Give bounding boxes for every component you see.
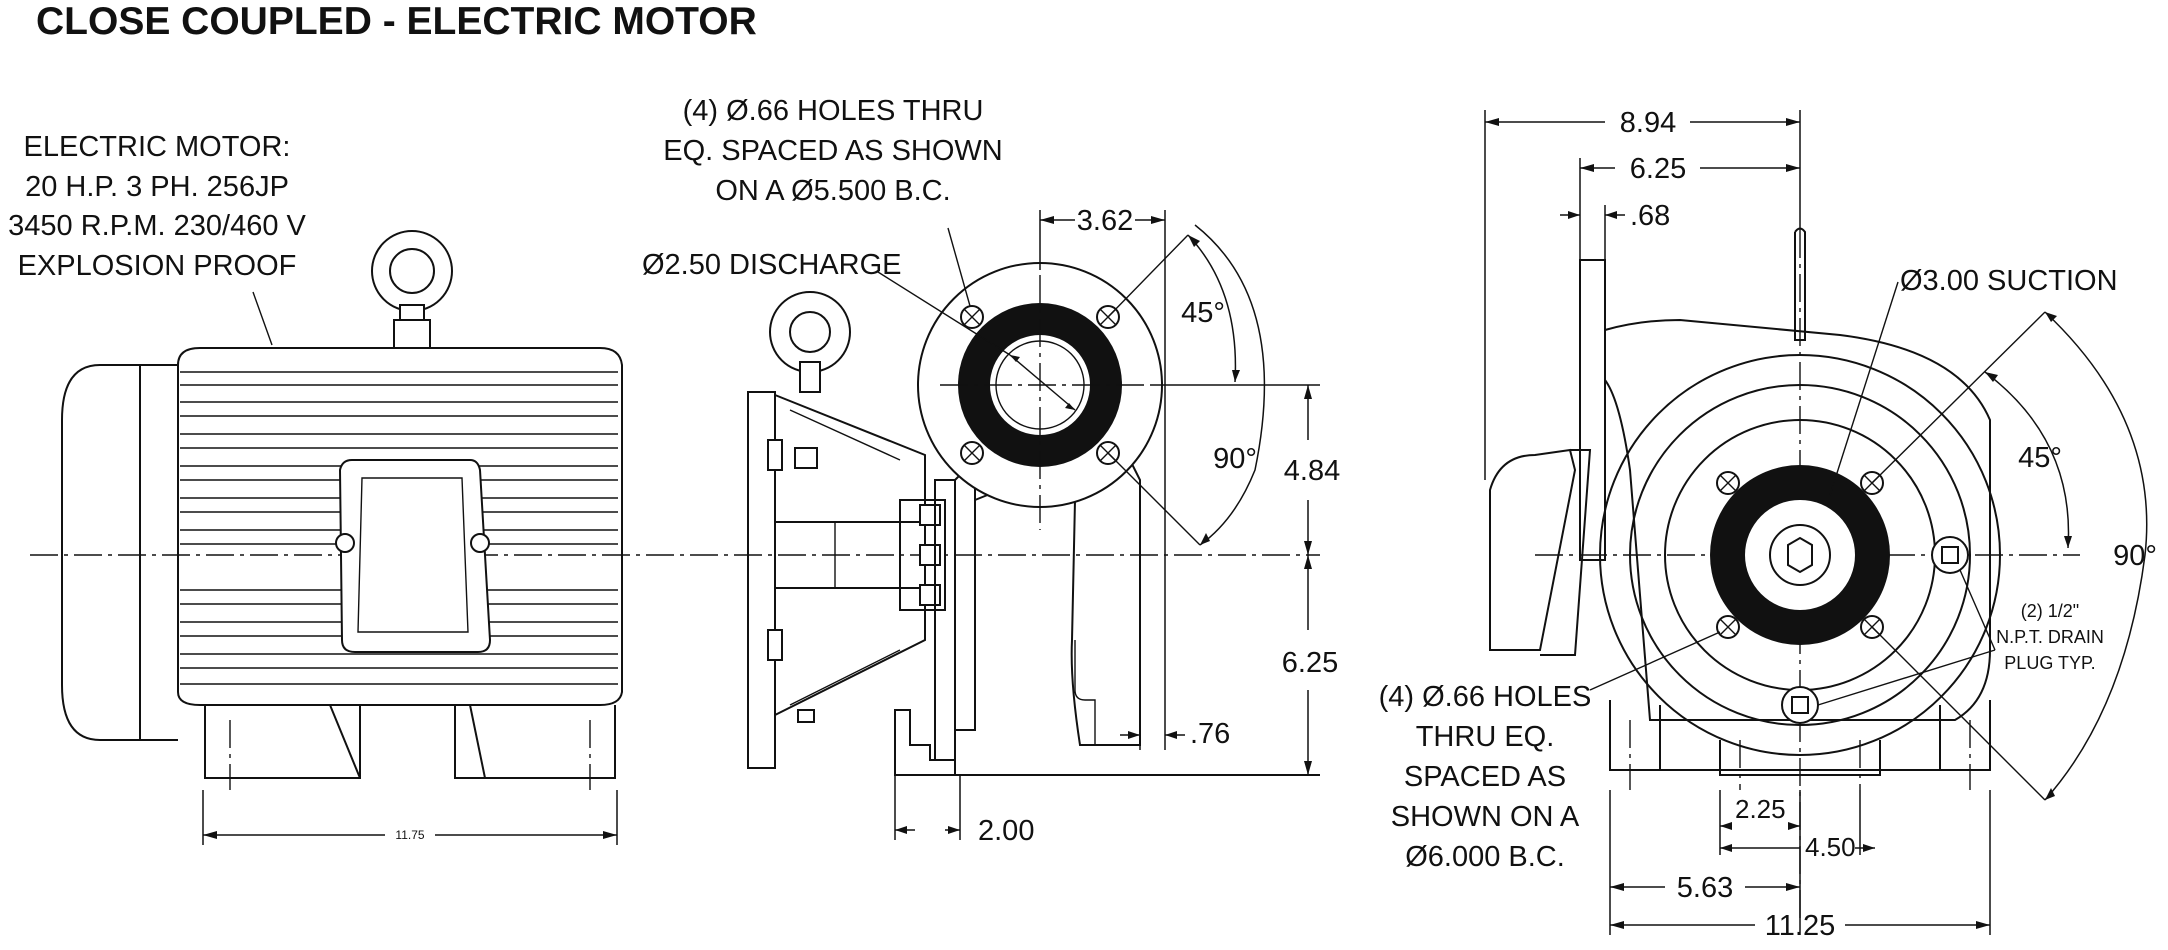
discharge-holes-note: (4) Ø.66 HOLES THRU EQ. SPACED AS SHOWN … [663,95,1003,307]
dim-suction-flange-offset-label: 6.25 [1630,153,1686,185]
discharge-holes-line-1: (4) Ø.66 HOLES THRU [683,95,984,127]
dim-motor-foot: 11.75 [202,790,618,845]
dim-motor-foot-label: 11.75 [395,828,424,842]
dim-base-half-outer-label: 5.63 [1677,872,1733,904]
motor-note-leader [252,291,273,346]
discharge-angle-45-label: 45° [1181,297,1225,329]
dim-shaft-height-label: 6.25 [1282,647,1338,679]
discharge-label: Ø2.50 DISCHARGE [642,249,901,281]
pump-lifting-eye [769,291,851,393]
dim-base-inner-label: 4.50 [1805,832,1856,862]
pump-foot [894,709,956,776]
suction-holes-line-5: Ø6.000 B.C. [1405,841,1565,873]
dim-discharge-height-label: 4.84 [1284,455,1340,487]
dim-discharge-offset: 3.62 [1039,205,1166,420]
dim-end-bottom: 2.25 4.50 5.63 11.25 [1609,790,1991,942]
dim-pump-foot-label: 2.00 [978,815,1034,847]
discharge-holes-line-2: EQ. SPACED AS SHOWN [663,135,1002,167]
motor-frame [177,347,623,706]
suction-holes-line-2: THRU EQ. [1416,721,1555,753]
pump-end-view [1489,227,2080,920]
fan-cover [61,364,178,741]
suction-angles: 45° 90° [1871,311,2157,801]
motor-feet [204,704,616,790]
suction-holes-line-1: (4) Ø.66 HOLES [1379,681,1592,713]
conduit-bolt-left [335,533,355,553]
motor-note-line-4: EXPLOSION PROOF [18,250,297,282]
suction-leader [1829,281,1899,496]
dim-discharge-offset-label: 3.62 [1077,205,1133,237]
motor-note-line-3: 3450 R.P.M. 230/460 V [8,210,306,242]
motor-adapter-flange [747,391,776,769]
drain-note-line-3: PLUG TYP. [2004,653,2095,673]
end-view-volute [1604,318,1991,721]
motor-note: ELECTRIC MOTOR: 20 H.P. 3 PH. 256JP 3450… [8,131,307,346]
suction-angle-90-label: 90° [2113,540,2157,572]
dim-base-outer-label: 11.25 [1765,910,1835,942]
motor-note-line-2: 20 H.P. 3 PH. 256JP [25,171,289,203]
discharge-angles: 45° 90° [1107,224,1266,546]
dim-base-half-inner-label: 2.25 [1735,794,1786,824]
drain-note: (2) 1/2" N.P.T. DRAIN PLUG TYP. [1817,569,2104,706]
suction-holes-line-4: SHOWN ON A [1391,801,1580,833]
discharge-angle-90-label: 90° [1213,443,1257,475]
motor-note-line-1: ELECTRIC MOTOR: [24,131,291,163]
pump-side-view [747,291,1320,776]
motor-side-view: 11.75 [30,230,1320,845]
suction-label: Ø3.00 SUCTION [1900,265,2118,297]
suction-bolt-holes [1716,471,1884,639]
dim-flange-thickness-label: .68 [1630,200,1670,232]
dim-foot-thickness: .76 [1120,420,1230,750]
suction-holes-note: (4) Ø.66 HOLES THRU EQ. SPACED AS SHOWN … [1379,631,1721,873]
end-view-flange [1579,259,1606,561]
conduit-box [338,459,492,653]
dim-vertical-side: 4.84 6.25 [1150,384,1340,775]
suction-angle-45-label: 45° [2018,442,2062,474]
discharge-holes-line-3: ON A Ø5.500 B.C. [715,175,950,207]
conduit-bolt-right [470,533,490,553]
dim-pump-foot: 2.00 [894,775,1034,847]
drain-note-line-2: N.P.T. DRAIN [1996,627,2104,647]
end-view-lift-lug [1794,227,1806,341]
motor-lifting-eye [371,230,453,349]
end-view-conduit [1489,448,1577,651]
discharge-leader [877,271,1011,356]
dim-overall-side-label: 8.94 [1620,107,1676,139]
suction-holes-line-3: SPACED AS [1404,761,1566,793]
dim-foot-thickness-label: .76 [1190,718,1230,750]
drain-note-line-1: (2) 1/2" [2021,601,2079,621]
dim-end-top: 8.94 6.25 .68 [1484,107,1801,480]
drain-plugs [1781,536,1969,724]
drawing-title: CLOSE COUPLED - ELECTRIC MOTOR [36,0,757,43]
